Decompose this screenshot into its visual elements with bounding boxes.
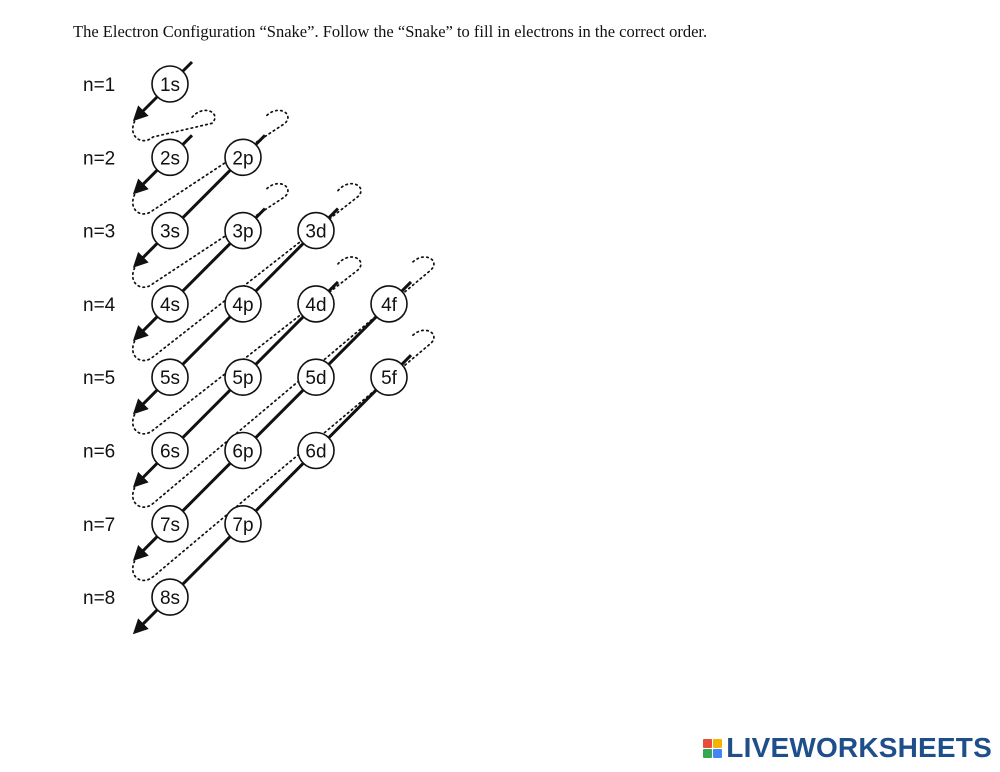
orbital-node: 1s: [151, 65, 189, 103]
row-label: n=1: [83, 75, 115, 96]
orbital-label: 3p: [232, 222, 253, 243]
logo-square-red: [703, 738, 713, 748]
instructions-text: The Electron Configuration “Snake”. Foll…: [73, 22, 708, 41]
orbital-label: 4s: [160, 295, 180, 316]
orbital-label: 6s: [160, 442, 180, 463]
row-label: n=3: [83, 222, 115, 243]
row-label: n=7: [83, 515, 115, 536]
dotted-snake-loop: [131, 182, 362, 362]
orbital-circle: [151, 358, 189, 397]
orbital-label: 5p: [232, 368, 253, 389]
orbital-circle: [224, 285, 262, 323]
orbital-node: 4s: [151, 285, 189, 323]
orbital-circle: [370, 358, 408, 397]
orbital-node: 7p: [224, 504, 262, 543]
orbital-circle: [151, 138, 189, 177]
orbital-circle: [224, 211, 262, 250]
orbital-circle: [297, 358, 335, 397]
orbital-label: 7p: [232, 515, 253, 536]
orbital-circle: [297, 431, 335, 470]
orbital-node: 3d: [297, 211, 335, 250]
orbital-node: 7s: [151, 504, 189, 543]
orbital-node: 2s: [151, 138, 189, 177]
orbital-node: 6d: [297, 431, 335, 470]
row-label: n=2: [83, 148, 115, 169]
orbital-circle: [151, 285, 189, 323]
row-label: n=6: [83, 442, 115, 463]
orbital-circle: [370, 285, 408, 323]
orbital-label: 4p: [232, 295, 253, 316]
logo-square-green: [703, 748, 713, 758]
dotted-snake-loop: [131, 329, 435, 582]
orbital-circle: [151, 578, 189, 616]
orbital-label: 5s: [160, 368, 180, 389]
orbital-circle: [151, 211, 189, 250]
orbital-node: 5d: [297, 358, 335, 397]
dotted-snake-loop: [131, 182, 289, 289]
orbital-label: 6p: [232, 442, 253, 463]
orbital-circle: [224, 138, 262, 177]
orbital-circle: [224, 504, 262, 543]
orbital-circle: [151, 504, 189, 543]
orbital-node: 5s: [151, 358, 189, 397]
orbital-circle: [151, 65, 189, 103]
orbital-node: 3s: [151, 211, 189, 250]
dotted-snake-loop: [131, 109, 216, 142]
orbital-label: 4f: [381, 295, 398, 316]
dotted-snake-loop: [131, 109, 289, 215]
orbital-node: 5p: [224, 358, 262, 397]
orbital-circle: [151, 431, 189, 470]
row-label: n=8: [83, 588, 115, 609]
liveworksheets-logo-icon: [703, 738, 723, 758]
orbital-label: 3s: [160, 222, 180, 243]
orbital-node: 4d: [297, 285, 335, 323]
orbital-circle: [297, 211, 335, 250]
orbital-node: 5f: [370, 358, 408, 397]
orbital-label: 6d: [305, 442, 326, 463]
orbital-label: 7s: [160, 515, 180, 536]
row-label: n=5: [83, 368, 115, 389]
orbital-node: 2p: [224, 138, 262, 177]
orbital-label: 3d: [305, 222, 326, 243]
orbital-label: 1s: [160, 75, 180, 96]
orbital-node: 8s: [151, 578, 189, 616]
orbital-label: 2s: [160, 148, 180, 169]
orbital-label: 5d: [305, 368, 326, 389]
orbital-label: 4d: [305, 295, 326, 316]
orbital-node: 6s: [151, 431, 189, 470]
logo-square-yellow: [713, 738, 723, 748]
row-label: n=4: [83, 295, 116, 316]
orbital-node: 4f: [370, 285, 408, 323]
liveworksheets-brand: LIVEWORKSHEETS: [703, 732, 992, 764]
brand-name: LIVEWORKSHEETS: [726, 732, 992, 763]
orbital-circle: [297, 285, 335, 323]
orbital-node: 6p: [224, 431, 262, 470]
dotted-snake-loop: [131, 256, 362, 435]
orbital-node: 4p: [224, 285, 262, 323]
orbital-node: 3p: [224, 211, 262, 250]
logo-square-blue: [713, 748, 723, 758]
orbital-circle: [224, 358, 262, 397]
dotted-snake-loop: [131, 256, 435, 508]
orbital-circle: [224, 431, 262, 470]
orbital-label: 5f: [381, 368, 398, 389]
orbital-label: 2p: [232, 148, 253, 169]
orbital-label: 8s: [160, 588, 180, 609]
